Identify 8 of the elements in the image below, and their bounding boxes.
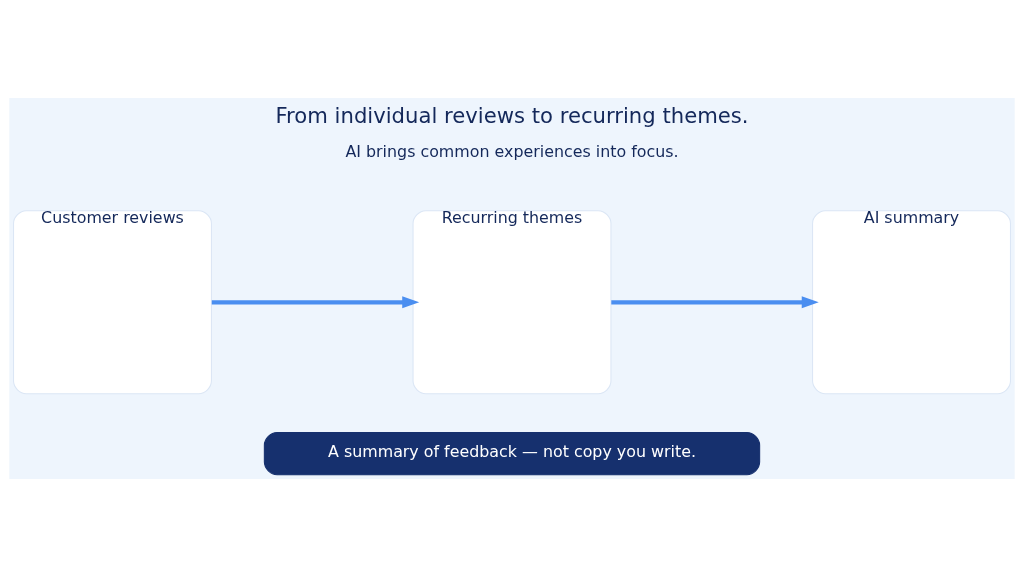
arrow xyxy=(211,295,420,308)
node-box: A summary of feedback — not copy you write. xyxy=(263,431,761,475)
node-box: AI summary xyxy=(812,209,1011,394)
node-box: Recurring themes xyxy=(412,209,612,394)
node-box: Customer reviews xyxy=(13,209,212,394)
label: AI brings common experiences into focus. xyxy=(345,141,679,161)
diagram-title: From individual reviews to recurring themes. xyxy=(275,102,749,128)
arrow xyxy=(611,295,819,308)
